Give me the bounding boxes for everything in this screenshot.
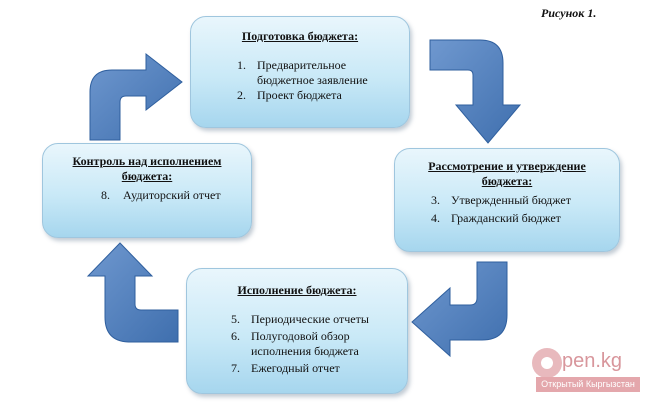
watermark-name: pen.kg xyxy=(562,350,623,372)
watermark-subtitle: Открытый Кыргызстан xyxy=(536,377,640,392)
item-number: 5. xyxy=(231,312,240,326)
list-item: 4. Гражданский бюджет xyxy=(403,211,611,226)
openkg-logo-icon xyxy=(532,348,562,378)
item-text: Гражданский бюджет xyxy=(451,211,561,225)
item-text: Полугодовой обзор исполнения бюджета xyxy=(251,329,359,358)
item-number: 1. xyxy=(237,58,246,72)
item-text: Ежегодный отчет xyxy=(251,361,340,375)
stage-items: 8. Аудиторский отчет xyxy=(51,188,243,203)
stage-items: 1. Предварительное бюджетное заявление 2… xyxy=(203,58,397,103)
item-number: 4. xyxy=(431,211,440,225)
list-item: 8. Аудиторский отчет xyxy=(51,188,243,203)
stage-title: Контроль над исполнением бюджета: xyxy=(72,154,222,183)
list-item: 6. Полугодовой обзор исполнения бюджета xyxy=(197,329,397,359)
item-text: Периодические отчеты xyxy=(251,312,369,326)
item-text: Аудиторский отчет xyxy=(123,188,221,202)
arrow-prep-to-review xyxy=(429,39,522,144)
arrow-review-to-exec xyxy=(411,261,508,358)
figure-caption: Рисунок 1. xyxy=(541,6,597,20)
item-number: 6. xyxy=(231,329,240,343)
list-item: 1. Предварительное бюджетное заявление xyxy=(203,58,397,88)
stage-items: 5. Периодические отчеты 6. Полугодовой о… xyxy=(197,312,397,376)
list-item: 2. Проект бюджета xyxy=(203,88,397,103)
item-number: 2. xyxy=(237,88,246,102)
item-text: Предварительное бюджетное заявление xyxy=(257,58,368,87)
stage-title: Подготовка бюджета: xyxy=(241,29,359,43)
list-item: 5. Периодические отчеты xyxy=(197,312,397,327)
list-item: 3. Утвержденный бюджет xyxy=(403,193,611,208)
list-item: 7. Ежегодный отчет xyxy=(197,361,397,376)
item-number: 8. xyxy=(101,188,110,202)
stage-execution-control: Контроль над исполнением бюджета: 8. Ауд… xyxy=(42,143,252,238)
stage-budget-preparation: Подготовка бюджета: 1. Предварительное б… xyxy=(190,16,410,128)
stage-title: Исполнение бюджета: xyxy=(237,283,357,297)
stage-items: 3. Утвержденный бюджет 4. Гражданский бю… xyxy=(403,193,611,226)
stage-budget-execution: Исполнение бюджета: 5. Периодические отч… xyxy=(186,268,408,394)
arrow-exec-to-control xyxy=(86,242,179,343)
item-text: Проект бюджета xyxy=(257,88,342,102)
item-number: 3. xyxy=(431,193,440,207)
item-text: Утвержденный бюджет xyxy=(451,193,571,207)
item-number: 7. xyxy=(231,361,240,375)
stage-review-approval: Рассмотрение и утверждение бюджета: 3. У… xyxy=(394,148,620,252)
arrow-control-to-prep xyxy=(89,52,183,141)
stage-title: Рассмотрение и утверждение бюджета: xyxy=(428,159,586,188)
openkg-watermark: pen.kg Открытый Кыргызстан xyxy=(528,348,646,396)
